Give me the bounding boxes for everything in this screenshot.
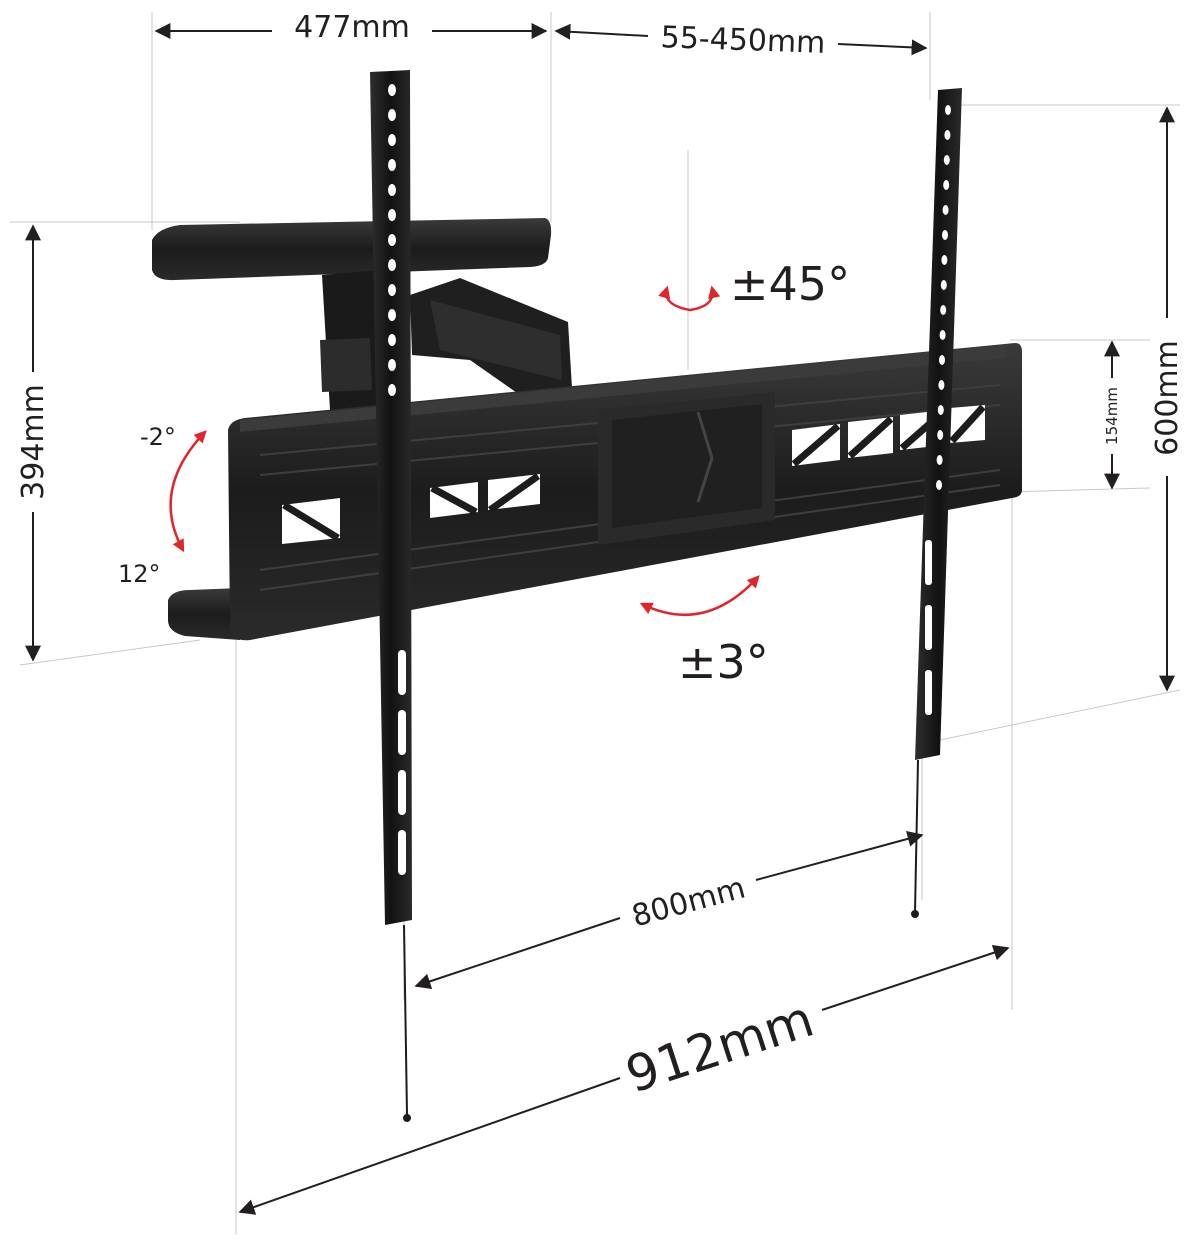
tilt-up-label: -2° — [140, 423, 176, 451]
right-bracket-hole — [939, 330, 946, 340]
left-bracket-slot — [398, 650, 406, 695]
left-bracket-hole — [388, 234, 396, 246]
right-bracket-hole — [937, 405, 944, 415]
left-bracket-hole — [388, 134, 396, 146]
right-pin-tip — [911, 910, 919, 918]
arm-depth-label: 477mm — [294, 10, 410, 45]
left-bracket-hole — [388, 184, 396, 196]
right-bracket-hole — [939, 355, 945, 365]
rotate-arrow — [639, 575, 760, 617]
right-bracket-hole — [944, 130, 951, 140]
right-bracket-hole — [942, 205, 949, 215]
tilt-down-label: 12° — [118, 560, 161, 588]
pivot-joint — [320, 338, 372, 392]
right-bracket-hole — [936, 480, 942, 490]
left-bracket-hole — [388, 259, 396, 271]
center-clamp-chevron — [696, 411, 714, 503]
wall-arm-assembly — [152, 218, 572, 640]
bracket-holes — [388, 84, 951, 875]
swivel-arrow — [658, 285, 721, 312]
left-bracket-hole — [388, 84, 396, 96]
dimension-lines — [25, 23, 1175, 1215]
left-bracket-slot — [398, 710, 406, 755]
wall-bracket-bottom — [168, 588, 240, 640]
left-bracket-slot — [398, 770, 406, 815]
center-clamp-face — [612, 404, 762, 528]
right-bracket-hole — [943, 155, 950, 165]
max-vertical-label: 600mm — [1150, 340, 1185, 456]
rotation-arrows — [169, 285, 760, 617]
right-bracket-slot — [925, 540, 932, 585]
wall-distance-label: 55-450mm — [660, 20, 826, 61]
left-bracket-hole — [388, 359, 396, 371]
right-bracket-bar — [915, 88, 962, 760]
right-bracket-hole — [938, 380, 945, 390]
min-spacing-label: 800mm — [628, 871, 749, 935]
wall-bracket-top — [152, 218, 552, 281]
arm-height-label: 394mm — [16, 384, 51, 500]
max-width-label: 912mm — [619, 990, 820, 1105]
left-safety-pin — [403, 924, 408, 1116]
plate-height-label: 154mm — [1103, 387, 1121, 445]
left-pin-tip — [403, 1114, 411, 1122]
right-bracket-hole — [942, 230, 948, 240]
tv-plate — [228, 343, 1022, 641]
right-bracket-hole — [940, 280, 947, 290]
tilt-arrow — [169, 430, 207, 553]
right-bracket-hole — [937, 430, 944, 440]
rotate-angle-label: ±3° — [678, 635, 769, 689]
left-bracket-hole — [388, 284, 396, 296]
left-bracket-hole — [388, 334, 396, 346]
right-bracket-hole — [945, 105, 951, 115]
right-bracket-hole — [936, 455, 943, 465]
tv-plate-top-rail — [240, 345, 1005, 432]
left-bracket-slot — [398, 830, 406, 875]
right-bracket-slot — [925, 605, 932, 650]
right-bracket-slot — [925, 670, 932, 715]
left-bracket-hole — [388, 384, 396, 396]
left-bracket-hole — [388, 309, 396, 321]
right-bracket-hole — [943, 180, 950, 190]
swing-arm-highlight — [430, 300, 562, 380]
swivel-angle-label: ±45° — [730, 257, 850, 311]
right-bracket-hole — [940, 305, 947, 315]
left-bracket-hole — [388, 209, 396, 221]
left-bracket-hole — [388, 109, 396, 121]
left-bracket-hole — [388, 159, 396, 171]
right-bracket-hole — [941, 255, 948, 265]
